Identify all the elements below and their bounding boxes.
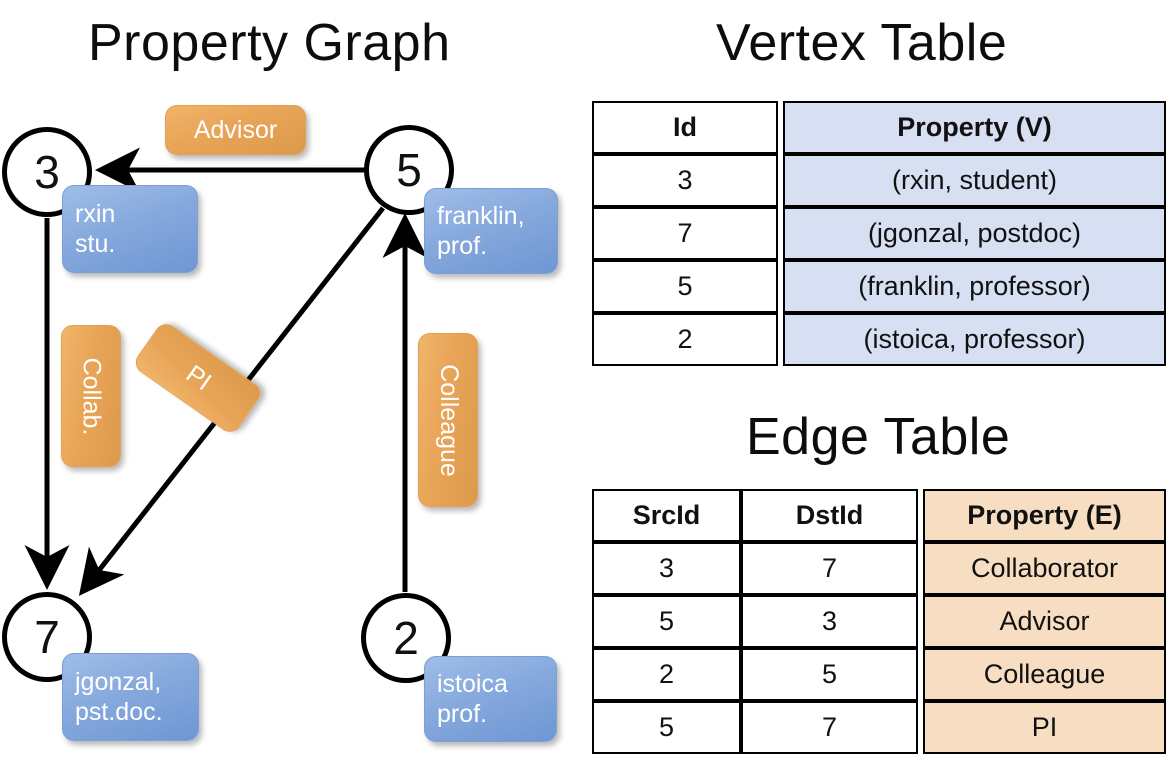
vertex-table-header-id: Id — [592, 101, 778, 154]
graph-node-2-label: 2 — [393, 612, 419, 664]
table-row: 3 (rxin, student) — [592, 154, 1166, 207]
vertex-row-3-id: 2 — [592, 313, 778, 366]
edge-table-column-gap — [918, 489, 923, 542]
edge-row-1-property: Advisor — [923, 595, 1166, 648]
page-title-property-graph: Property Graph — [88, 14, 451, 72]
vertex-table-column-gap — [778, 154, 783, 207]
edge-table-header-property: Property (E) — [923, 489, 1166, 542]
node-property-franklin-line1: franklin, — [437, 201, 525, 230]
node-property-franklin-line2: prof. — [437, 232, 488, 260]
vertex-table-header-row: Id Property (V) — [592, 101, 1166, 154]
graph-node-3-label: 3 — [34, 146, 60, 198]
edge-label-colleague: Colleague — [418, 333, 478, 507]
graph-node-5[interactable]: 5 — [364, 125, 454, 215]
node-property-rxin-line2: stu. — [75, 230, 116, 258]
edge-row-2-property: Colleague — [923, 648, 1166, 701]
graph-node-2[interactable]: 2 — [361, 593, 451, 683]
edge-row-2-src: 2 — [592, 648, 741, 701]
vertex-row-3-property: (istoica, professor) — [783, 313, 1166, 366]
edge-row-0-dst: 7 — [741, 542, 918, 595]
vertex-row-1-id: 7 — [592, 207, 778, 260]
edge-row-3-property: PI — [923, 701, 1166, 754]
page-title-edge-table: Edge Table — [746, 408, 1011, 466]
edge-row-1-dst: 3 — [741, 595, 918, 648]
edge-label-colleague-text: Colleague — [434, 363, 463, 477]
table-row: 2 (istoica, professor) — [592, 313, 1166, 366]
edge-table-column-gap — [918, 701, 923, 754]
table-row: 3 7 Collaborator — [592, 542, 1166, 595]
edge-label-collab-text: Collab. — [77, 357, 106, 435]
node-property-jgonzal-line1: jgonzal, — [75, 667, 162, 696]
edge-row-2-dst: 5 — [741, 648, 918, 701]
edge-label-advisor: Advisor — [165, 105, 306, 155]
edge-label-pi-text: PI — [180, 359, 216, 396]
node-property-box-jgonzal: jgonzal, pst.doc. — [62, 653, 199, 741]
node-property-istoica-line1: istoica — [437, 669, 508, 698]
graph-node-5-label: 5 — [396, 144, 422, 196]
table-row: 2 5 Colleague — [592, 648, 1166, 701]
edge-row-0-src: 3 — [592, 542, 741, 595]
vertex-table: Id Property (V) 3 (rxin, student) 7 (jgo… — [592, 101, 1166, 366]
edge-row-3-src: 5 — [592, 701, 741, 754]
edge-row-0-property: Collaborator — [923, 542, 1166, 595]
edge-table-header-row: SrcId DstId Property (E) — [592, 489, 1166, 542]
edge-label-advisor-text: Advisor — [193, 115, 278, 144]
table-row: 5 (franklin, professor) — [592, 260, 1166, 313]
table-row: 5 3 Advisor — [592, 595, 1166, 648]
vertex-row-0-property: (rxin, student) — [783, 154, 1166, 207]
vertex-row-0-id: 3 — [592, 154, 778, 207]
node-property-jgonzal-line2: pst.doc. — [75, 698, 163, 726]
vertex-table-column-gap — [778, 313, 783, 366]
edge-label-collab: Collab. — [61, 325, 121, 467]
edge-table-header-dstid: DstId — [741, 489, 918, 542]
vertex-table-column-gap — [778, 207, 783, 260]
vertex-table-column-gap — [778, 101, 783, 154]
edge-row-3-dst: 7 — [741, 701, 918, 754]
edge-table: SrcId DstId Property (E) 3 7 Collaborato… — [592, 489, 1166, 754]
node-property-rxin-line1: rxin — [75, 199, 116, 228]
edge-row-1-src: 5 — [592, 595, 741, 648]
node-property-istoica-line2: prof. — [437, 700, 488, 728]
vertex-table-column-gap — [778, 260, 783, 313]
edge-table-column-gap — [918, 542, 923, 595]
table-row: 7 (jgonzal, postdoc) — [592, 207, 1166, 260]
node-property-box-istoica: istoica prof. — [424, 656, 557, 742]
table-row: 5 7 PI — [592, 701, 1166, 754]
vertex-table-header-property: Property (V) — [783, 101, 1166, 154]
page-title-vertex-table: Vertex Table — [716, 14, 1008, 72]
vertex-row-1-property: (jgonzal, postdoc) — [783, 207, 1166, 260]
graph-node-7-label: 7 — [34, 611, 60, 663]
property-graph-diagram: 3 5 7 2 rxin stu. franklin, prof. jgonza… — [2, 105, 558, 742]
edge-table-column-gap — [918, 648, 923, 701]
edge-table-header-srcid: SrcId — [592, 489, 741, 542]
vertex-row-2-property: (franklin, professor) — [783, 260, 1166, 313]
edge-table-column-gap — [918, 595, 923, 648]
node-property-box-rxin: rxin stu. — [62, 185, 198, 273]
vertex-row-2-id: 5 — [592, 260, 778, 313]
node-property-box-franklin: franklin, prof. — [424, 188, 558, 274]
